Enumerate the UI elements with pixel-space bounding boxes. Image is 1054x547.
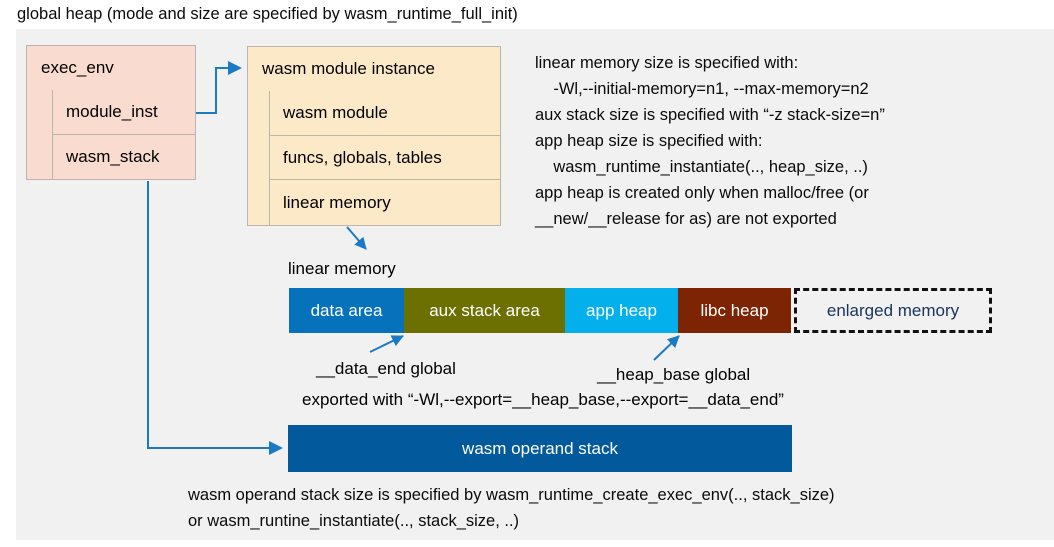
wasm-operand-stack-bar: wasm operand stack: [288, 425, 792, 472]
exec-env-body: module_inst wasm_stack: [26, 90, 196, 180]
annotation-data-end: __data_end global: [316, 359, 456, 378]
exec-env-box: exec_env module_inst wasm_stack: [26, 45, 196, 180]
segment-data-area: data area: [289, 288, 404, 333]
wasm-module-instance-rows: wasm module funcs, globals, tables linea…: [270, 91, 500, 225]
segment-libc-heap: libc heap: [678, 288, 791, 333]
exec-env-field-module-inst: module_inst: [53, 90, 195, 135]
operand-stack-note: wasm operand stack size is specified by …: [188, 486, 835, 530]
page-title: global heap (mode and size are specified…: [17, 5, 518, 23]
exec-env-gutter: [27, 90, 53, 179]
linear-memory-label: linear memory: [288, 259, 396, 278]
wasm-module-instance-box: wasm module instance wasm module funcs, …: [247, 46, 501, 226]
linear-memory-note: linear memory size is specified with: -W…: [535, 54, 885, 228]
segment-app-heap: app heap: [565, 288, 678, 333]
wasm-module-instance-gutter: [248, 91, 270, 225]
wasm-module-instance-body: wasm module funcs, globals, tables linea…: [247, 91, 501, 226]
exec-env-header: exec_env: [26, 45, 196, 90]
linear-memory-bar: data area aux stack area app heap libc h…: [289, 288, 992, 333]
segment-aux-stack-area: aux stack area: [404, 288, 565, 333]
field-linear-memory: linear memory: [283, 192, 391, 212]
exec-env-rows: module_inst wasm_stack: [53, 90, 195, 179]
wasm-module-instance-header: wasm module instance: [247, 46, 501, 91]
annotation-heap-base: __heap_base global: [597, 365, 751, 384]
field-funcs-globals-tables: funcs, globals, tables: [270, 136, 500, 181]
exec-env-field-wasm-stack: wasm_stack: [66, 146, 160, 166]
annotation-exported: exported with “-Wl,--export=__heap_base,…: [302, 390, 784, 409]
segment-enlarged-memory: enlarged memory: [794, 288, 992, 333]
field-wasm-module: wasm module: [270, 91, 500, 136]
